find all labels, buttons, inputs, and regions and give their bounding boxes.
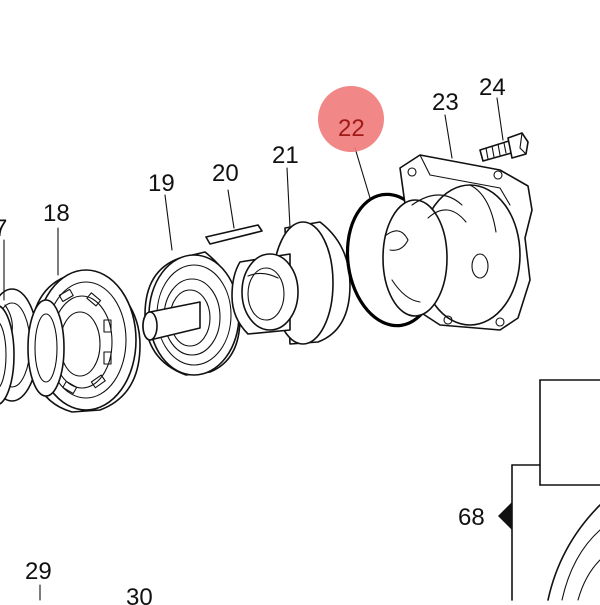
part-19-ball-bearing[interactable] — [142, 251, 241, 376]
part-21-sleeve[interactable] — [231, 221, 351, 345]
highlight-circle — [318, 86, 384, 152]
label-19[interactable]: 19 — [148, 170, 175, 197]
label-18[interactable]: 18 — [43, 200, 70, 227]
label-23[interactable]: 23 — [432, 89, 459, 116]
label-21[interactable]: 21 — [272, 142, 299, 169]
label-7[interactable]: 7 — [0, 215, 7, 242]
part-18-roller-bearing[interactable] — [27, 269, 141, 413]
part-68-motor-housing[interactable] — [498, 379, 600, 601]
label-22[interactable]: 22 — [338, 115, 365, 142]
label-20[interactable]: 20 — [212, 160, 239, 187]
part-7-seal-assembly[interactable] — [0, 288, 39, 405]
leader-lines — [3, 97, 504, 601]
label-24[interactable]: 24 — [479, 74, 506, 101]
label-30[interactable]: 30 — [126, 584, 153, 605]
arrow-marker-68 — [498, 502, 512, 530]
part-24-bolt[interactable] — [479, 132, 529, 162]
part-20-key[interactable] — [205, 224, 263, 245]
part-23-flange-housing[interactable] — [382, 154, 533, 331]
label-68[interactable]: 68 — [458, 504, 485, 531]
label-29[interactable]: 29 — [25, 558, 52, 585]
part-labels: 7 18 19 20 21 22 23 24 29 30 68 — [0, 74, 506, 605]
